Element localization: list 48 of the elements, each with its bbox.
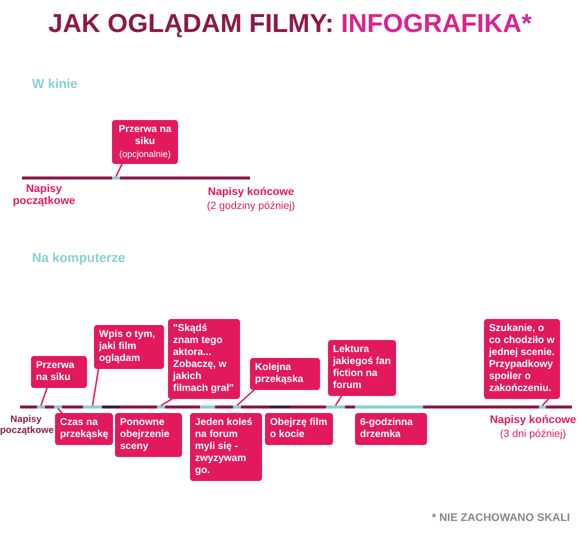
callout-box [265,413,333,445]
leader-line [542,398,550,406]
leader-line [334,396,342,406]
timeline-marker [326,406,345,408]
timeline-marker [233,406,241,408]
footnote: * NIE ZACHOWANO SKALI [432,512,570,524]
callout-box [94,325,164,369]
timeline-marker [54,406,62,408]
timeline-marker [112,176,120,180]
section-heading: W kinie [32,76,79,91]
timeline-label: Napisy końcowe [206,186,296,198]
timeline-note: (3 dni później) [499,428,567,440]
timeline-marker [83,406,102,408]
callout-box [250,358,320,390]
timeline-marker [37,406,45,408]
callout-box [112,120,178,164]
title: JAK OGLĄDAM FILMY: INFOGRAFIKA* [47,8,533,39]
callout-box [31,356,87,388]
callout-text: Wpis o tym, jaki film oglądam [99,329,156,365]
callout-box [55,413,113,445]
callout-note: (opcjonalnie) [118,148,172,160]
callout-text: "Skądś znam tego aktora... Zobaczę, w jakich filmach grał" [173,323,235,395]
section-heading: Na komputerze [32,250,126,265]
leader-line [40,388,48,406]
timeline-marker [157,406,165,408]
callout-text: Przerwa na siku [36,360,76,384]
timeline-label: Napisy końcowe [488,414,578,426]
callout-text: Jeden koleś na forum myli się - zwyzywam go. [195,417,254,477]
leader-line [160,398,172,406]
leader-line [115,164,123,177]
callout-text: Przerwa na siku [118,124,172,148]
callout-text: Ponowne obejrzenie sceny [120,417,170,453]
leader-line [92,368,100,406]
callout-text: Lektura jakiegoś fan fiction na forum [333,344,391,392]
timeline-marker [539,406,546,408]
timeline-label: Napisy początkowe [0,414,52,436]
callout-text: 6-godzinna drzemka [360,417,414,441]
timeline-note: (2 godziny później) [206,200,296,212]
callout-text: Obejrzę film o kocie [270,417,328,441]
callout-box [190,413,262,481]
timeline-label: Napisy początkowe [12,183,76,207]
leader-line [57,408,63,414]
callout-text: Szukanie, o co chodziło w jednej scenie. Przypadkowy spoiler o zakończeniu. [489,323,555,395]
callout-box [115,413,182,457]
callout-text: Kolejna przekąska [255,362,304,386]
callout-box [355,413,427,445]
callout-text: Czas na przekąskę [60,417,108,441]
leader-line [236,389,254,406]
